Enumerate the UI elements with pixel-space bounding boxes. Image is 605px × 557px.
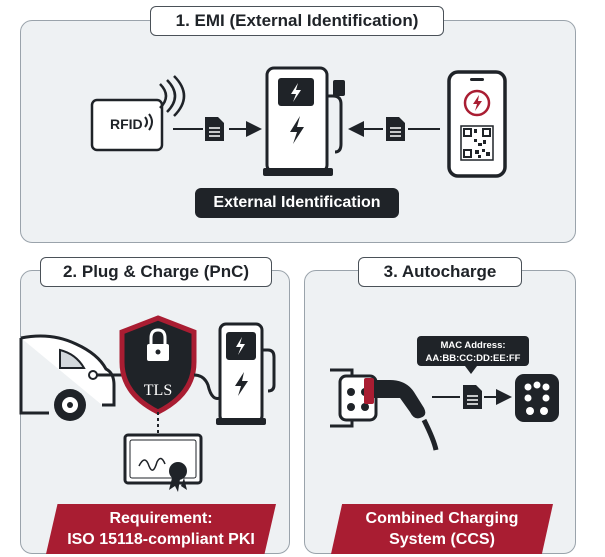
ccs-connector-icon [364,378,439,451]
shield-lock-icon: TLS [119,315,197,415]
ccs-line-2: System (CCS) [389,531,495,548]
charging-station-icon [216,322,276,425]
charging-station-icon [263,66,345,176]
requirement-banner: Requirement: ISO 15118-compliant PKI [46,504,276,554]
autocharge-title: 3. Autocharge [358,257,522,287]
car-icon [19,334,125,421]
rfid-label: RFID [110,116,143,132]
document-icon [386,117,405,141]
emi-title: 1. EMI (External Identification) [150,6,444,36]
ccs-line-1: Combined Charging [365,510,519,527]
requirement-line-1: Requirement: [109,510,213,527]
document-icon [205,117,224,141]
mac-address-bubble: MAC Address: AA:BB:CC:DD:EE:FF [417,336,529,374]
smartphone-qr-icon [447,70,507,178]
pnc-title: 2. Plug & Charge (PnC) [40,257,272,287]
charge-port-icon [515,374,559,422]
charging-cable [193,373,223,400]
tls-label: TLS [144,382,172,399]
mac-label: MAC Address: [440,340,505,351]
requirement-line-2: ISO 15118-compliant PKI [67,531,255,548]
rfid-card-icon: RFID [90,75,186,152]
mac-value: AA:BB:CC:DD:EE:FF [426,353,521,364]
external-identification-label: External Identification [195,188,399,218]
ccs-banner: Combined Charging System (CCS) [331,504,553,554]
certificate-icon [123,412,203,492]
document-icon [463,385,482,409]
